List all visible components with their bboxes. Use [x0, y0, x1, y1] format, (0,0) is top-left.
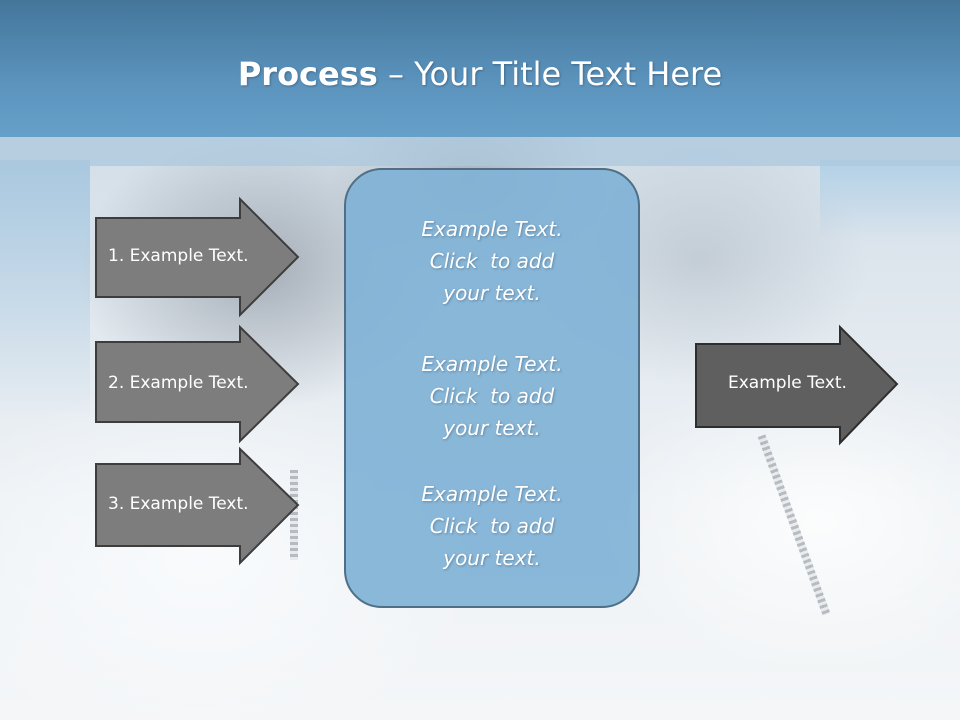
center-text-line: your text.: [443, 281, 541, 305]
center-text-line: Click to add: [429, 514, 555, 538]
center-text-box[interactable]: [344, 168, 640, 608]
center-text-line: Click to add: [429, 249, 555, 273]
title-bold: Process: [237, 55, 378, 93]
center-text-block-1[interactable]: Example Text. Click to add your text.: [344, 213, 640, 309]
arrow-label: 1. Example Text.: [108, 246, 249, 266]
center-text-line: Example Text.: [421, 217, 563, 241]
title-bar-band: [0, 137, 960, 166]
title-bar: [0, 0, 960, 137]
background-zipper: [290, 470, 298, 560]
center-text-line: Example Text.: [421, 482, 563, 506]
background-zipper: [757, 434, 831, 616]
center-text-line: Click to add: [429, 384, 555, 408]
left-arrow-1[interactable]: 1. Example Text.: [95, 196, 300, 318]
arrow-shape: [95, 324, 300, 444]
arrow-shape: [95, 196, 300, 318]
arrow-label: Example Text.: [728, 373, 847, 393]
title-rest: – Your Title Text Here: [377, 55, 723, 93]
arrow-shape: [695, 324, 899, 446]
left-arrow-2[interactable]: 2. Example Text.: [95, 324, 300, 444]
center-text-line: your text.: [443, 416, 541, 440]
right-arrow[interactable]: Example Text.: [695, 324, 900, 446]
slide-title[interactable]: Process – Your Title Text Here: [0, 52, 960, 96]
arrow-label: 2. Example Text.: [108, 373, 249, 393]
left-arrow-3[interactable]: 3. Example Text.: [95, 446, 300, 566]
center-text-line: Example Text.: [421, 352, 563, 376]
background-sky-left: [0, 160, 90, 420]
background-sky-right: [820, 160, 960, 240]
arrow-label: 3. Example Text.: [108, 494, 249, 514]
arrow-shape: [95, 446, 300, 566]
center-text-block-2[interactable]: Example Text. Click to add your text.: [344, 348, 640, 444]
center-text-line: your text.: [443, 546, 541, 570]
center-text-block-3[interactable]: Example Text. Click to add your text.: [344, 478, 640, 574]
